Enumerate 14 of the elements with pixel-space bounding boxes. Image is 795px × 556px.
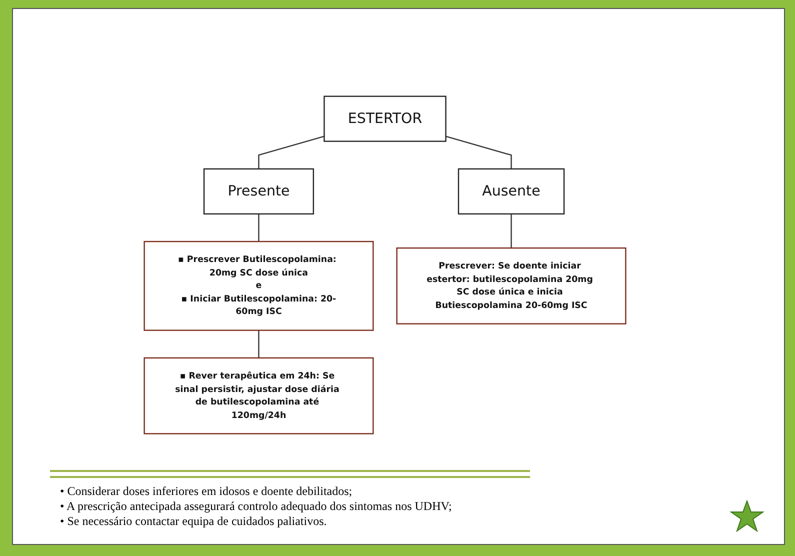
note-text: • Se necessário contactar equipa de cuidados paliativos. <box>60 514 328 529</box>
note-text: • A prescrição antecipada assegurará controlo adequado dos sintomas nos UDHV; <box>60 499 452 514</box>
node-box: ▪ Prescrever Butilescopolamina: 20mg SC dose única e ▪ Iniciar Butilescopolamina: 20-60mg ISC <box>144 240 374 331</box>
connector <box>258 330 260 358</box>
connector <box>510 214 512 248</box>
connector <box>258 136 324 169</box>
connector <box>258 214 260 242</box>
node-box: ESTERTOR <box>324 96 446 142</box>
node-box: Presente <box>203 168 314 214</box>
connector <box>446 136 512 169</box>
node-box: Prescrever: Se doente iniciar estertor: butilescopolamina 20mg SC dose única e inicia Butiescopolamina 20-60mg ISC <box>396 247 626 324</box>
node-box: Ausente <box>458 168 565 214</box>
note-text: • Considerar doses inferiores em idosos e doente debilitados; <box>60 484 354 499</box>
node-box: ▪ Rever terapêutica em 24h: Se sinal persistir, ajustar dose diária de butilescopolamina até 120mg/24h <box>144 357 374 434</box>
